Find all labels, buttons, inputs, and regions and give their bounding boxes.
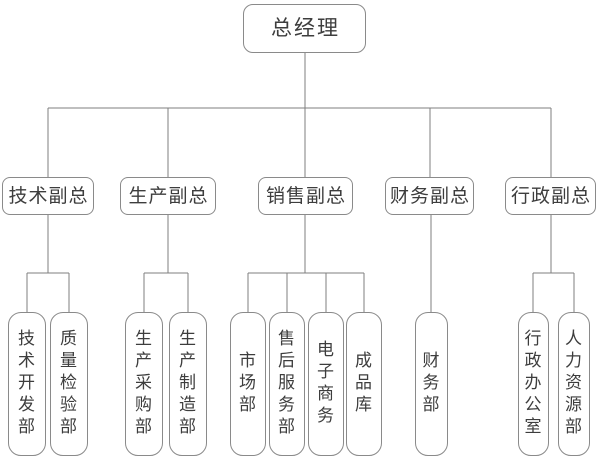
org-node-label: 生产副总 — [128, 185, 209, 207]
org-node-vp-finance: 财务副总 — [385, 177, 474, 215]
org-node-label: 财务副总 — [389, 185, 470, 207]
org-node-label: 电子商务 — [314, 340, 333, 428]
org-node-vp-production: 生产副总 — [120, 177, 216, 215]
org-node-label: 行政副总 — [510, 185, 591, 207]
org-node-label: 技术开发部 — [15, 329, 34, 439]
org-node-dept-after-sales-service: 售后服务部 — [269, 312, 305, 456]
org-node-vp-admin: 行政副总 — [505, 177, 596, 215]
org-node-dept-tech-development: 技术开发部 — [8, 312, 46, 456]
org-node-dept-production-manufacturing: 生产制造部 — [169, 312, 207, 456]
org-node-dept-quality-inspection: 质量检验部 — [50, 312, 88, 456]
org-node-label: 技术副总 — [8, 185, 89, 207]
org-node-label: 人力资源部 — [562, 329, 581, 439]
org-node-label: 销售副总 — [265, 185, 346, 207]
org-node-label: 生产制造部 — [176, 329, 195, 439]
org-node-dept-finished-goods-warehouse: 成品库 — [346, 312, 382, 456]
org-node-label: 成品库 — [352, 351, 371, 417]
org-node-general-manager: 总经理 — [243, 4, 366, 53]
org-node-label: 生产采购部 — [132, 329, 151, 439]
org-node-label: 市场部 — [236, 351, 255, 417]
org-node-dept-marketing: 市场部 — [230, 312, 266, 456]
org-node-dept-human-resources: 人力资源部 — [558, 312, 590, 456]
org-node-dept-production-purchasing: 生产采购部 — [125, 312, 163, 456]
org-node-label: 行政办公室 — [521, 329, 541, 439]
org-node-label: 质量检验部 — [57, 329, 76, 439]
org-node-label: 总经理 — [271, 17, 340, 40]
org-node-dept-e-commerce: 电子商务 — [308, 312, 344, 456]
org-node-label: 售后服务部 — [275, 329, 294, 439]
org-node-vp-technology: 技术副总 — [2, 177, 94, 215]
org-node-dept-finance: 财务部 — [415, 312, 448, 456]
org-node-label: 财务部 — [419, 351, 439, 417]
org-node-vp-sales: 销售副总 — [258, 177, 353, 215]
org-node-dept-admin-office: 行政办公室 — [518, 312, 549, 456]
